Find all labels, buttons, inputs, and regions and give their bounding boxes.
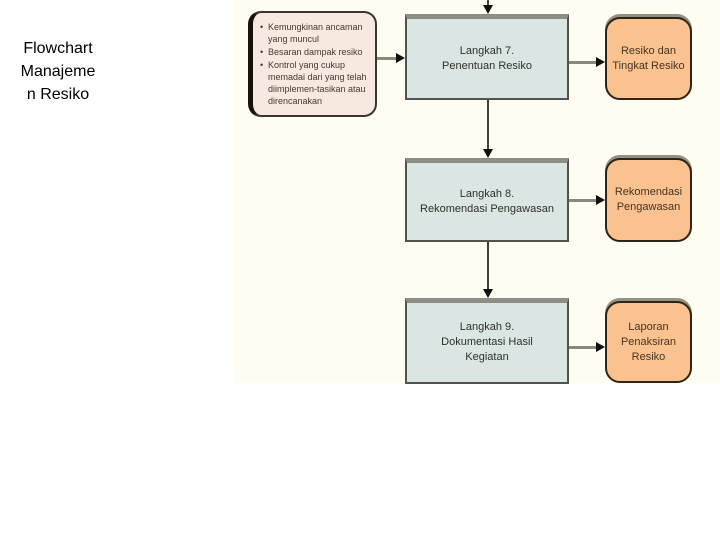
step-box-langkah-7: Langkah 7. Penentuan Resiko: [405, 14, 569, 100]
arrow-right-icon: [396, 53, 405, 63]
arrow-down-icon: [483, 5, 493, 14]
connector-step8-to-output2: [569, 199, 597, 202]
bullet-text: Kemungkinan ancaman yang muncul: [268, 22, 363, 44]
step-label: Langkah 9. Dokumentasi Hasil Kegiatan: [441, 321, 533, 363]
list-item: • Kontrol yang cukup memadai dari yang t…: [260, 59, 370, 107]
output-box-rekomendasi-pengawasan: Rekomendasi Pengawasan: [605, 158, 692, 242]
connector-step7-to-step8: [487, 100, 489, 150]
bullet-icon: •: [260, 60, 264, 70]
connector-step7-to-output1: [569, 61, 597, 64]
bullet-text: Besaran dampak resiko: [268, 47, 363, 57]
bullet-icon: •: [260, 22, 264, 32]
arrow-right-icon: [596, 195, 605, 205]
arrow-right-icon: [596, 342, 605, 352]
arrow-down-icon: [483, 149, 493, 158]
output-label: Rekomendasi Pengawasan: [614, 186, 683, 213]
bullet-icon: •: [260, 47, 264, 57]
arrow-down-icon: [483, 289, 493, 298]
step-label: Langkah 8. Rekomendasi Pengawasan: [420, 187, 554, 215]
output-label: Laporan Penaksiran Resiko: [620, 320, 677, 363]
slide-title: Flowchart Manajeme n Resiko: [20, 40, 96, 103]
flowchart-panel: • Kemungkinan ancaman yang muncul • Besa…: [234, 0, 720, 384]
output-label: Resiko dan Tingkat Resiko: [612, 44, 685, 72]
step-box-langkah-8: Langkah 8. Rekomendasi Pengawasan: [405, 158, 569, 242]
connector-step9-to-output3: [569, 346, 597, 349]
output-box-resiko-dan-tingkat-resiko: Resiko dan Tingkat Resiko: [605, 17, 692, 100]
step-label: Langkah 7. Penentuan Resiko: [442, 44, 532, 72]
arrow-right-icon: [596, 57, 605, 67]
output-box-laporan-penaksiran-resiko: Laporan Penaksiran Resiko: [605, 301, 692, 383]
connector-step8-to-step9: [487, 242, 489, 290]
list-item: • Kemungkinan ancaman yang muncul: [260, 21, 370, 45]
connector-top-into-step7: [487, 0, 489, 6]
bullet-text: Kontrol yang cukup memadai dari yang tel…: [268, 60, 367, 106]
list-item: • Besaran dampak resiko: [260, 46, 370, 58]
input-criteria-box: • Kemungkinan ancaman yang muncul • Besa…: [248, 11, 377, 117]
step-box-langkah-9: Langkah 9. Dokumentasi Hasil Kegiatan: [405, 298, 569, 384]
connector-input-to-step7: [377, 57, 397, 60]
